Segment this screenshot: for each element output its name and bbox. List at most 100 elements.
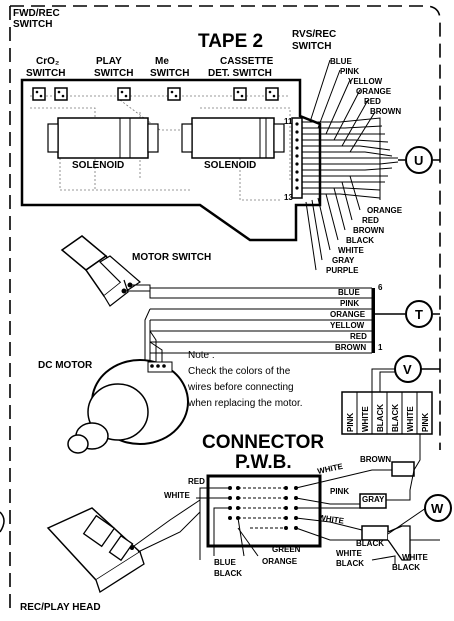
solenoid-2-label: SOLENOID xyxy=(204,160,256,171)
me-label: Me xyxy=(155,56,169,67)
motor-switch-wires xyxy=(126,284,372,299)
vertical-wire-pink-2: PINK xyxy=(421,413,430,432)
note-title: Note : xyxy=(188,350,215,361)
note-line-3: when replacing the motor. xyxy=(187,398,303,409)
tape-wire-orange: ORANGE xyxy=(356,87,392,96)
vertical-wire-white: WHITE xyxy=(361,406,370,432)
me-switch xyxy=(167,87,181,101)
solenoid-2-graphic xyxy=(181,117,285,159)
tape-wire-yellow: YELLOW xyxy=(348,77,383,86)
tape2-title: TAPE 2 xyxy=(198,31,263,52)
tape-wire-red: RED xyxy=(364,97,381,106)
rec-play-head-graphic xyxy=(46,507,145,593)
pin-13-label: 13 xyxy=(284,193,293,202)
dashed-boundary xyxy=(10,5,441,450)
note-line-1: Check the colors of the xyxy=(188,366,291,377)
rvs-rec-switch xyxy=(265,87,279,101)
pwb-black-left-label: BLACK xyxy=(214,569,242,578)
switch-dots xyxy=(35,90,276,98)
pcb-pins xyxy=(295,122,299,190)
connector-t-circle xyxy=(405,300,433,328)
motor-wire-pink: PINK xyxy=(340,299,359,308)
tape-wire-leaders xyxy=(305,59,376,271)
tape-wire-brown: BROWN xyxy=(370,107,401,116)
pwb-green-label: GREEN xyxy=(272,545,301,554)
pwb-white-r2-label: WHITE xyxy=(336,549,362,558)
tape-wire-pink: PINK xyxy=(340,67,359,76)
pwb-white-top-label: WHITE xyxy=(317,462,345,476)
left-edge-arc xyxy=(0,511,5,533)
pwb-white-far-label: WHITE xyxy=(402,553,428,562)
pwb-pink-label: PINK xyxy=(330,487,349,496)
connector-w-circle xyxy=(424,494,452,522)
tape-wire-purple: PURPLE xyxy=(326,266,359,275)
tape-wire-red-2: RED xyxy=(362,216,379,225)
cro2-label: CrO₂ xyxy=(36,56,59,67)
tape-wire-white: WHITE xyxy=(338,246,364,255)
pwb-connectors-right xyxy=(359,461,415,561)
pin-11-label: 11 xyxy=(284,117,293,126)
dc-motor-label: DC MOTOR xyxy=(38,360,93,371)
motor-wire-end xyxy=(372,288,375,353)
pwb-blue-label: BLUE xyxy=(214,558,236,567)
fwd-rec-switch xyxy=(32,87,46,101)
tape-wire-orange-2: ORANGE xyxy=(367,206,403,215)
tape-wire-black: BLACK xyxy=(346,236,374,245)
rvs-rec-label-2: SWITCH xyxy=(292,41,331,52)
rec-play-head-label: REC/PLAY HEAD xyxy=(20,602,101,613)
cassette-label: CASSETTE xyxy=(220,56,274,67)
head-wires xyxy=(133,499,201,553)
cassette-switch xyxy=(233,87,247,101)
w-wires xyxy=(371,434,440,565)
connector-t-letter: T xyxy=(415,307,423,322)
pwb-black-r2-label: BLACK xyxy=(336,559,364,568)
tape2-pcb xyxy=(20,78,322,242)
me-label-2: SWITCH xyxy=(150,68,189,79)
motor-switch-graphic xyxy=(60,235,141,307)
tape-wire-bundle xyxy=(302,117,399,200)
pwb-red-label: RED xyxy=(188,477,205,486)
v-wires xyxy=(371,368,395,392)
motor-wire-brown: BROWN xyxy=(335,343,366,352)
vertical-wire-dividers xyxy=(356,392,418,434)
play-switch xyxy=(117,87,131,101)
vertical-wire-white-2: WHITE xyxy=(406,406,415,432)
pwb-gray-label: GRAY xyxy=(362,495,385,504)
fwd-rec-label-2: SWITCH xyxy=(13,19,52,30)
cro2-switch xyxy=(54,87,68,101)
pwb-black-far-label: BLACK xyxy=(392,563,420,572)
connector-u-letter: U xyxy=(414,153,423,168)
pwb-brown-label: BROWN xyxy=(360,455,391,464)
rvs-rec-label: RVS/REC xyxy=(292,29,336,40)
note-line-2: wires before connecting xyxy=(187,382,294,393)
fwd-rec-label: FWD/REC xyxy=(13,8,60,19)
pwb-white-mid-label: WHITE xyxy=(318,513,345,526)
cro2-label-2: SWITCH xyxy=(26,68,65,79)
pwb-white-left-label: WHITE xyxy=(164,491,190,500)
motor-wire-yellow: YELLOW xyxy=(330,321,365,330)
dc-motor-graphic xyxy=(67,359,189,454)
pwb-wires xyxy=(196,469,395,560)
connector-u-circle xyxy=(405,146,433,174)
connector-title: CONNECTOR xyxy=(202,432,324,453)
pin-6-label: 6 xyxy=(378,283,383,292)
pin-1-label: 1 xyxy=(378,343,383,352)
cassette-label-2: DET. SWITCH xyxy=(208,68,272,79)
solenoid-1-graphic xyxy=(47,117,159,159)
motor-switch-label: MOTOR SWITCH xyxy=(132,252,211,263)
tape-wire-gray: GRAY xyxy=(332,256,355,265)
tape-wire-brown-2: BROWN xyxy=(353,226,384,235)
motor-wire-blue: BLUE xyxy=(338,288,360,297)
motor-wire-red: RED xyxy=(350,332,367,341)
vertical-wire-pink: PINK xyxy=(346,413,355,432)
play-label-2: SWITCH xyxy=(94,68,133,79)
pwb-orange-label: ORANGE xyxy=(262,557,298,566)
connector-v-letter: V xyxy=(403,362,412,377)
vertical-wire-black: BLACK xyxy=(376,404,385,432)
solenoid-1-label: SOLENOID xyxy=(72,160,124,171)
tape-wire-blue: BLUE xyxy=(330,57,352,66)
connector-subtitle: P.W.B. xyxy=(235,452,292,473)
motor-wire-orange: ORANGE xyxy=(330,310,366,319)
connector-w-letter: W xyxy=(431,501,444,516)
